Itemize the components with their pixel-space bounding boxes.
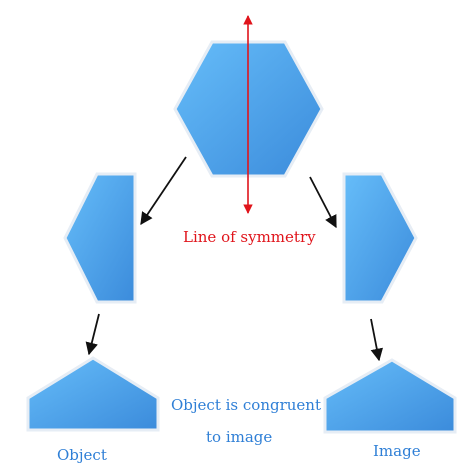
- arrow-hexagon-to-left-half: [140, 156, 187, 226]
- left-half-hexagon-shape: [63, 172, 137, 304]
- object-pentagon-shape: [26, 356, 160, 432]
- image-pentagon-shape: [323, 358, 457, 434]
- congruent-label-line2: to image: [206, 428, 273, 446]
- object-label: Object: [57, 446, 107, 464]
- arrow-left-half-to-object: [85, 313, 100, 356]
- arrow-hexagon-to-right-half: [309, 176, 337, 229]
- congruent-label-line1: Object is congruent: [171, 396, 321, 414]
- line-of-symmetry-label: Line of symmetry: [183, 228, 316, 246]
- arrow-right-half-to-image: [370, 318, 384, 362]
- image-label: Image: [373, 442, 421, 460]
- right-half-hexagon-shape: [342, 172, 418, 304]
